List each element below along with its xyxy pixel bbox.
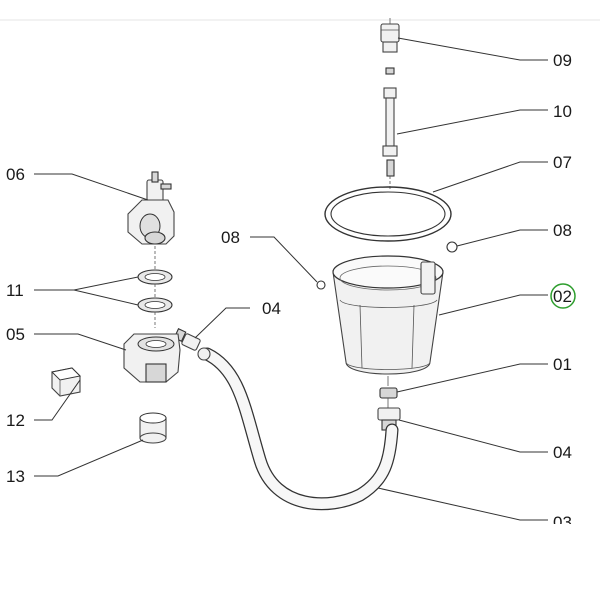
part-12-block[interactable]: [51, 367, 81, 397]
callout-05[interactable]: 05: [6, 325, 25, 344]
callout-01[interactable]: 01: [553, 355, 572, 374]
callout-06[interactable]: 06: [6, 165, 25, 184]
part-05-housing[interactable]: [123, 333, 181, 383]
callout-02-highlight-ring: [550, 283, 576, 309]
callout-08-right[interactable]: 08: [553, 221, 572, 240]
leader-lines: [34, 37, 548, 521]
callout-13[interactable]: 13: [6, 467, 25, 486]
callout-02[interactable]: 02: [553, 287, 572, 306]
part-07-ring[interactable]: [324, 186, 452, 242]
bottom-crop: [0, 524, 600, 600]
callout-labels: 09 10 07 08 08 02 06 11 04 05 01 04 12 1…: [6, 51, 576, 532]
callout-11[interactable]: 11: [6, 281, 24, 300]
part-02-bowl[interactable]: [332, 255, 444, 386]
part-09-fitting[interactable]: [380, 18, 400, 53]
callout-07[interactable]: 07: [553, 153, 572, 172]
part-01-nut[interactable]: [379, 387, 398, 408]
part-08-oring-left[interactable]: [316, 280, 326, 290]
part-03-hose[interactable]: [200, 347, 399, 511]
part-06-valve[interactable]: [127, 171, 175, 270]
callout-04-right[interactable]: 04: [553, 443, 572, 462]
part-13-sleeve[interactable]: [139, 412, 167, 444]
callout-10[interactable]: 10: [553, 102, 572, 121]
part-10-rod[interactable]: [382, 67, 398, 190]
callout-04-left[interactable]: 04: [262, 299, 281, 318]
callout-12[interactable]: 12: [6, 411, 25, 430]
part-08-oring-right[interactable]: [446, 241, 458, 253]
callout-09[interactable]: 09: [553, 51, 572, 70]
callout-08-left[interactable]: 08: [221, 228, 240, 247]
part-11-washers[interactable]: [137, 269, 173, 328]
